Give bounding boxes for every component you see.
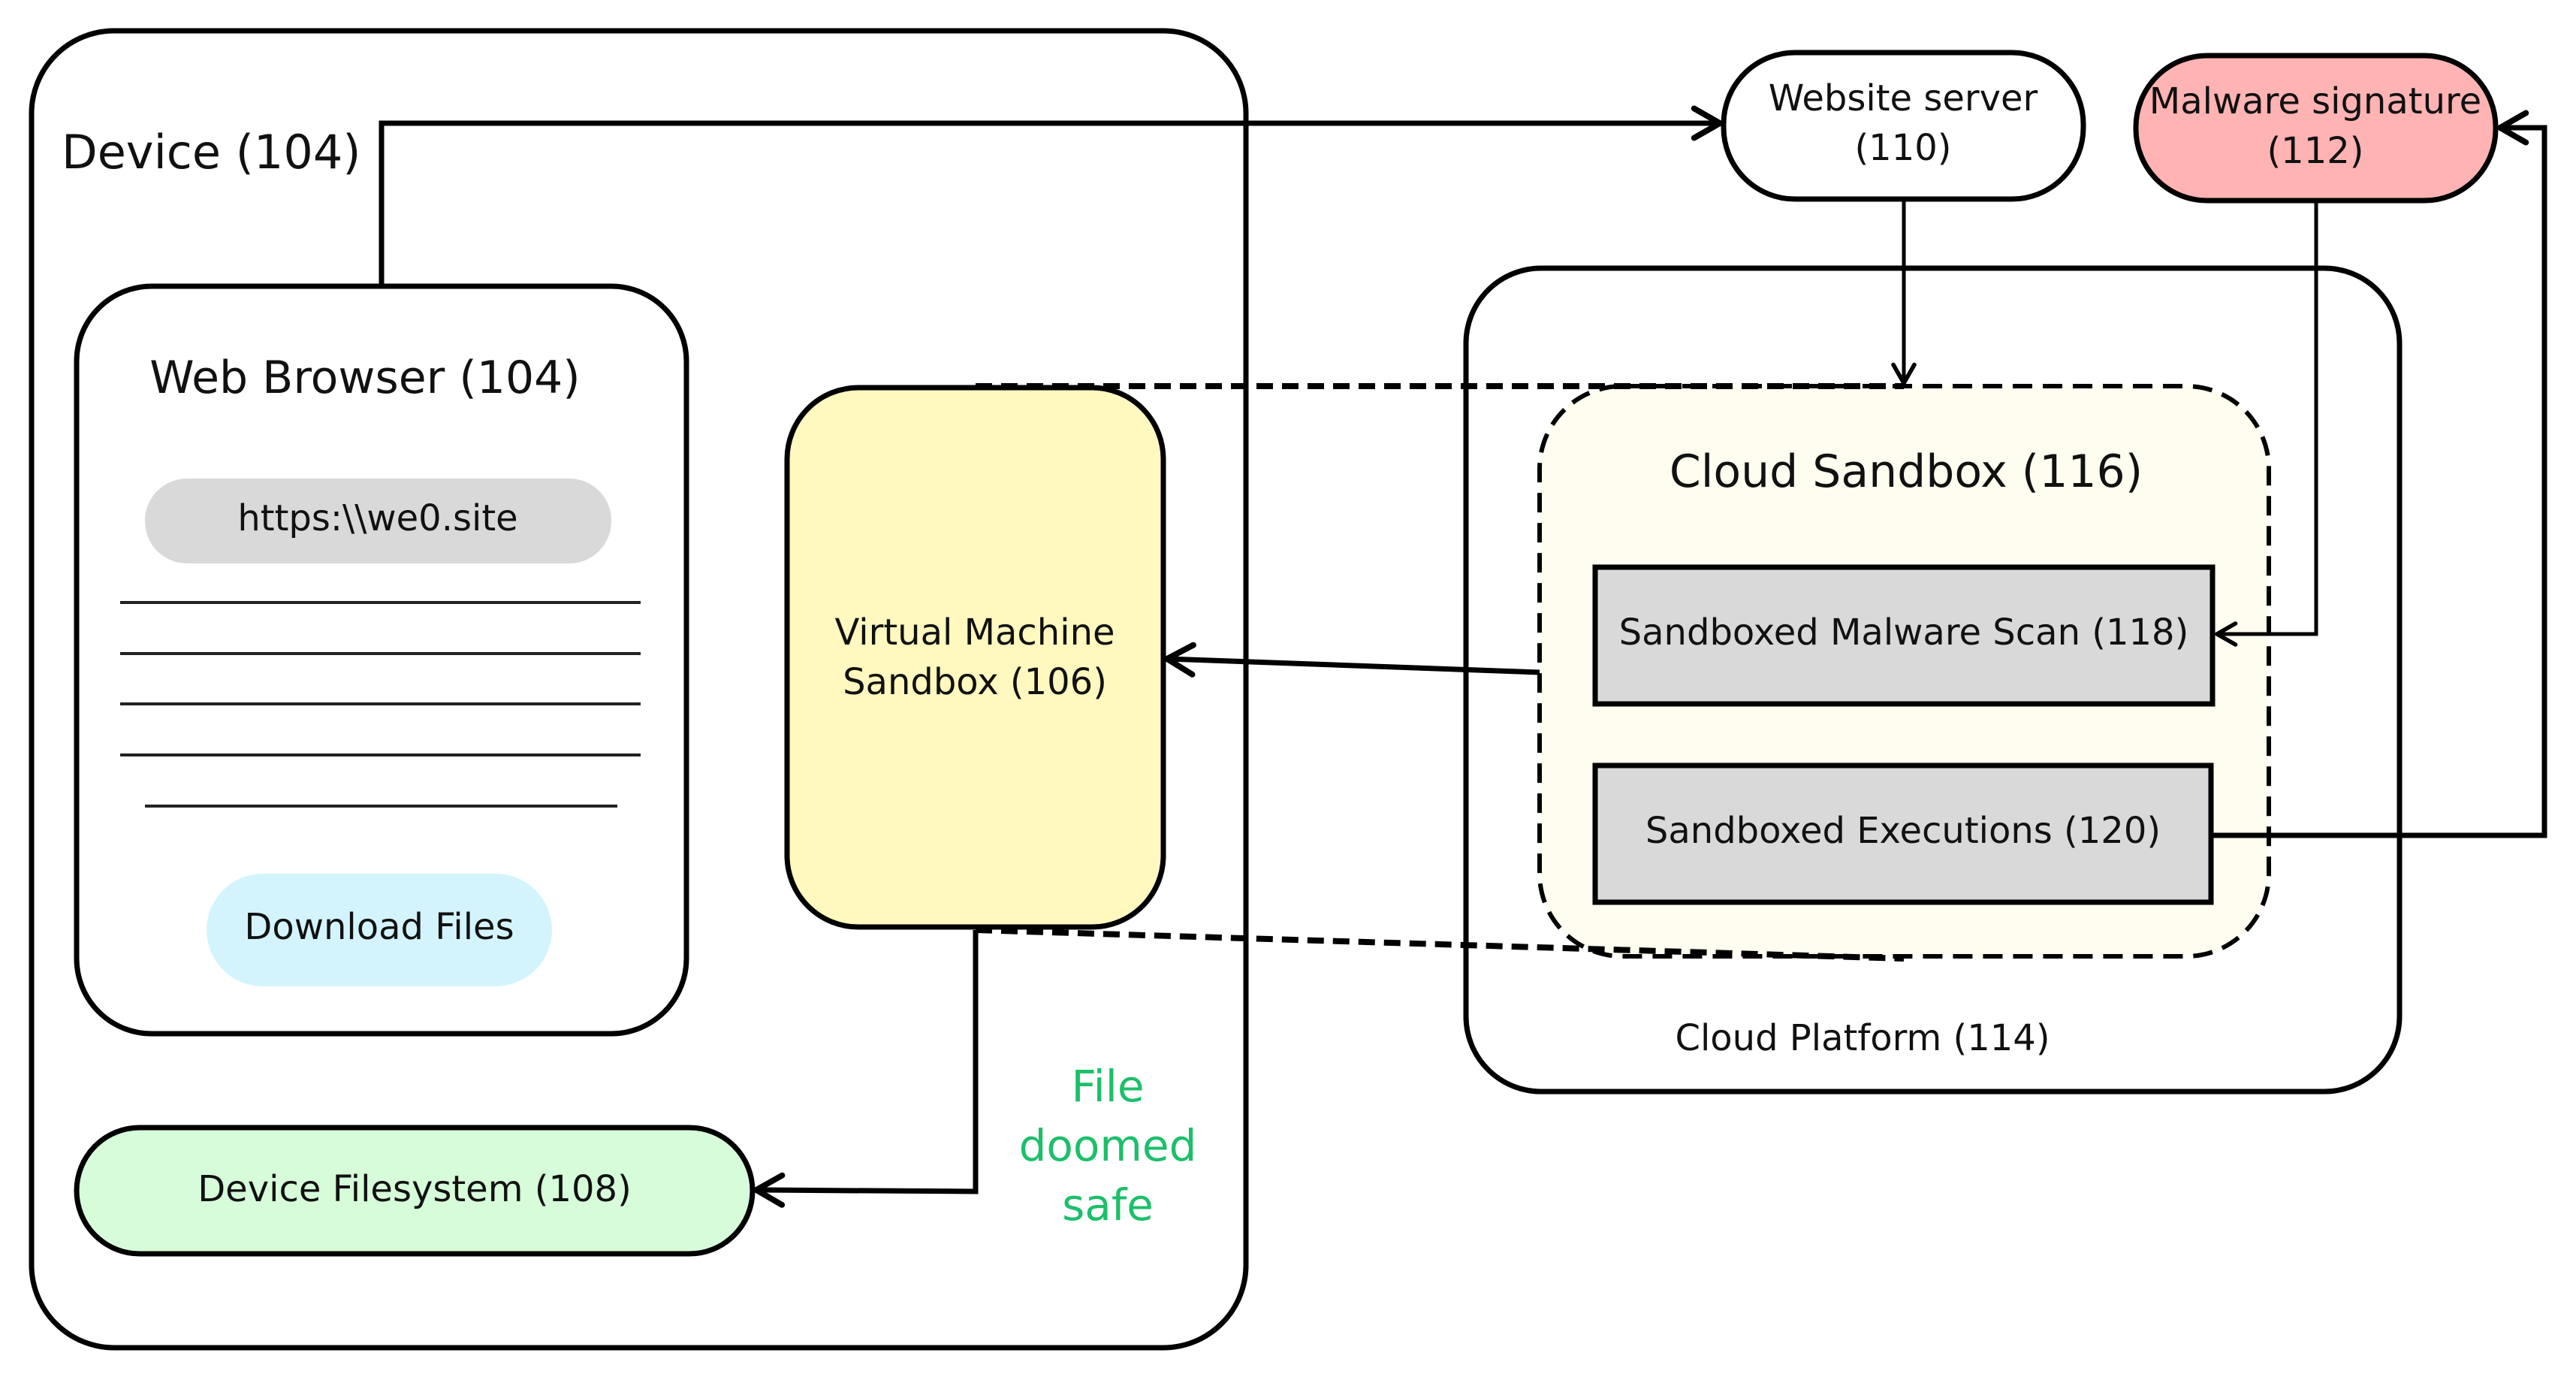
website-server-node: Website server (110) [1721,50,2086,202]
vm-sandbox-label-line2: Sandbox (106) [843,661,1107,703]
page-content-lines [120,601,641,808]
device-label: Device (104) [62,125,360,180]
executions-label: Sandboxed Executions (120) [1645,810,2161,852]
arrow-signature-to-malware-scan [2215,201,2318,647]
arrow-browser-to-website-server [379,105,1723,286]
url-bar[interactable]: https:\\we0.site [145,479,611,563]
malware-signature-node: Malware signature (112) [2133,53,2499,204]
cloud-sandbox-title: Cloud Sandbox (116) [1670,445,2143,498]
file-status-note: File doomed safe [1019,1061,1197,1231]
arrow-vm-to-filesystem [753,930,979,1208]
website-server-line1: Website server [1769,77,2038,119]
malware-scan-node: Sandboxed Malware Scan (118) [1592,564,2216,707]
executions-node: Sandboxed Executions (120) [1592,762,2214,905]
device-filesystem-label: Device Filesystem (108) [198,1168,632,1210]
url-text: https:\\we0.site [237,497,517,539]
malware-signature-line2: (112) [2267,130,2363,172]
vm-sandbox-node: Virtual Machine Sandbox (106) [784,385,1166,930]
note-line3: safe [1062,1179,1154,1231]
note-line1: File [1071,1061,1144,1112]
website-server-line2: (110) [1854,127,1951,169]
note-line2: doomed [1019,1120,1197,1171]
download-files-button[interactable]: Download Files [207,874,552,986]
arrow-executions-to-signature [2211,110,2547,838]
web-browser-title: Web Browser (104) [149,352,580,404]
malware-signature-line1: Malware signature [2149,80,2481,122]
download-files-label: Download Files [244,906,514,948]
malware-scan-label: Sandboxed Malware Scan (118) [1619,611,2189,654]
arrow-cloud-sandbox-to-vm [1164,642,1540,678]
cloud-platform-label: Cloud Platform (114) [1675,1017,2050,1059]
vm-sandbox-label-line1: Virtual Machine [834,611,1115,654]
dashed-projection-bottom [975,927,1905,962]
device-filesystem-node: Device Filesystem (108) [74,1125,756,1257]
